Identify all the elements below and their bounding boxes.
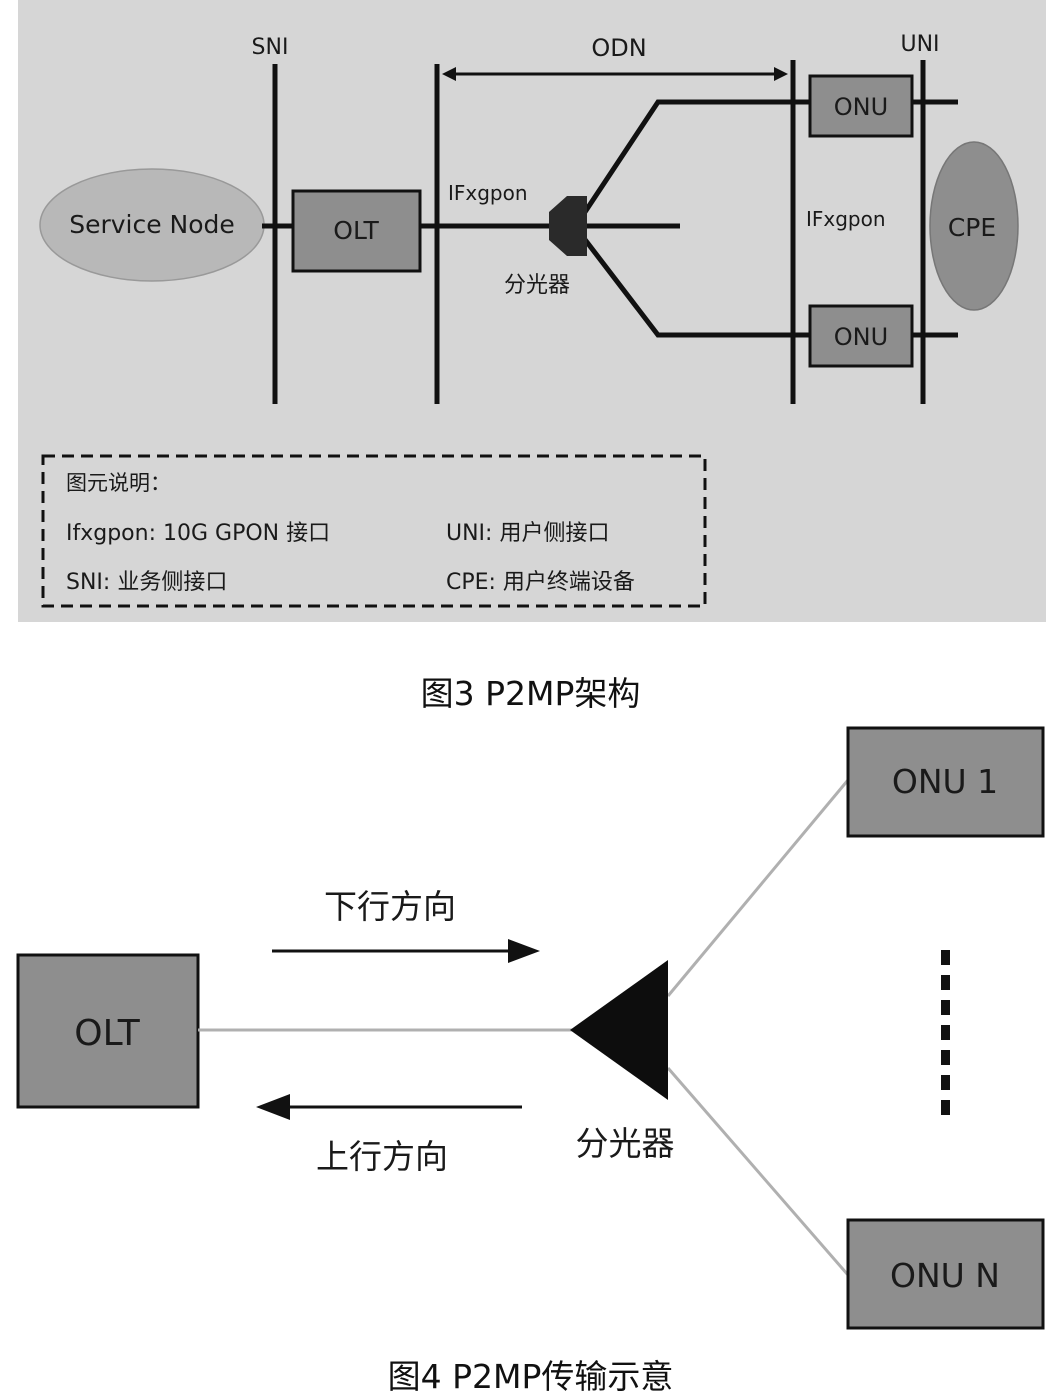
downstream-arrowhead	[508, 939, 540, 963]
legend-title: 图元说明：	[66, 471, 171, 495]
cpe-ellipse	[929, 141, 1019, 311]
legend-item-sni: SNI: 业务侧接口	[66, 570, 227, 595]
legend-item-ifxgpon: Ifxgpon: 10G GPON 接口	[66, 521, 330, 546]
downstream-label: 下行方向	[324, 887, 456, 926]
odn-arrowhead-left	[442, 67, 456, 81]
legend-item-uni: UNI: 用户侧接口	[446, 521, 609, 546]
onu-bottom-label: ONU	[834, 323, 888, 351]
fiber-branch-onun	[666, 1067, 850, 1276]
figure4-diagram: OLT 分光器 下行方向 上行方向 ONU 1	[16, 726, 1045, 1330]
legend-item-cpe: CPE: 用户终端设备	[446, 570, 635, 595]
olt-label: OLT	[333, 216, 379, 245]
splitter-label: 分光器	[504, 273, 570, 298]
sni-label: SNI	[252, 35, 289, 60]
upstream-label: 上行方向	[316, 1137, 448, 1176]
olt-box	[291, 189, 422, 273]
onu-1-label: ONU 1	[892, 762, 998, 801]
fiber-branch-bottom	[581, 235, 810, 338]
fiber-branch-onu1	[666, 779, 850, 997]
onu-top-label: ONU	[834, 93, 888, 121]
onu-n-label: ONU N	[890, 1256, 1000, 1295]
fiber-branch-top	[580, 99, 810, 217]
upstream-arrowhead	[256, 1094, 290, 1120]
more-onus-ellipsis	[941, 950, 950, 1115]
ifxgpon-right-label: IFxgpon	[806, 207, 886, 231]
splitter-icon	[549, 196, 587, 256]
onu-n-box	[846, 1218, 1045, 1330]
cpe-label: CPE	[948, 213, 996, 242]
ifxgpon-left-label: IFxgpon	[448, 181, 528, 205]
onu-bottom-box	[808, 304, 914, 368]
service-node-label: Service Node	[69, 210, 235, 239]
figure3-caption: 图3 P2MP架构	[420, 674, 641, 713]
figure4-caption: 图4 P2MP传输示意	[387, 1357, 674, 1396]
odn-label: ODN	[591, 34, 646, 62]
olt-box-fig4	[16, 953, 200, 1109]
olt-label-fig4: OLT	[74, 1013, 140, 1054]
splitter-triangle-icon	[570, 960, 668, 1100]
onu-1-box	[846, 726, 1045, 838]
uni-label: UNI	[900, 32, 939, 57]
legend-box	[41, 454, 707, 608]
odn-arrowhead-right	[774, 67, 788, 81]
onu-top-box	[808, 74, 914, 138]
splitter-label-fig4: 分光器	[576, 1124, 675, 1163]
figure3-diagram: SNI ODN UNI Service Node OLT IFxgpon 分光器…	[18, 0, 1046, 622]
